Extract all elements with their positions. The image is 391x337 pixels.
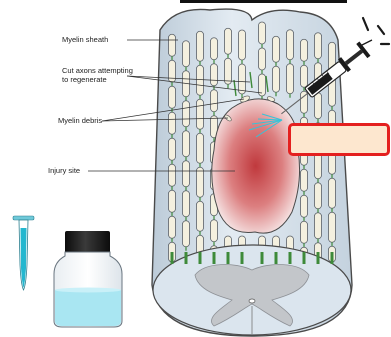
- central-canal: [249, 299, 255, 303]
- myelin-segment: [197, 99, 204, 129]
- myelin-segment: [315, 93, 322, 119]
- dropper-pipette: [13, 216, 34, 290]
- axon-tip: [241, 252, 244, 264]
- myelin-segment: [239, 64, 246, 94]
- myelin-segment: [301, 39, 308, 61]
- myelin-segment: [225, 28, 232, 54]
- myelin-segment: [169, 190, 176, 212]
- myelin-segment: [183, 161, 190, 187]
- myelin-segment: [315, 153, 322, 179]
- myelin-segment: [329, 212, 336, 242]
- myelin-segment: [273, 66, 280, 92]
- myelin-segment: [169, 60, 176, 82]
- liquid-bottle: [54, 231, 122, 327]
- myelin-segment: [197, 65, 204, 95]
- myelin-segment: [169, 216, 176, 238]
- label-cut-axons-line2: to regenerate: [62, 76, 107, 85]
- myelin-segment: [197, 133, 204, 163]
- myelin-segment: [183, 191, 190, 217]
- myelin-segment: [169, 86, 176, 108]
- myelin-segment: [211, 64, 218, 86]
- myelin-segment: [315, 213, 322, 239]
- myelin-segment: [301, 169, 308, 191]
- myelin-segment: [273, 36, 280, 62]
- myelin-segment: [211, 90, 218, 112]
- axon-tip: [289, 252, 292, 264]
- axon-tip: [199, 252, 202, 264]
- axon-tip: [261, 252, 264, 264]
- myelin-segment: [183, 131, 190, 157]
- myelin-segment: [183, 101, 190, 127]
- myelin-segment: [287, 30, 294, 60]
- myelin-segment: [225, 58, 232, 84]
- myelin-segment: [301, 221, 308, 243]
- axon-tip: [171, 252, 174, 264]
- myelin-segment: [169, 34, 176, 56]
- myelin-segment: [211, 220, 218, 242]
- spark-marks: [363, 18, 389, 44]
- myelin-segment: [169, 164, 176, 186]
- axon-tip: [303, 252, 306, 264]
- axon-tip: [227, 252, 230, 264]
- myelin-segment: [183, 41, 190, 67]
- myelin-segment: [315, 33, 322, 59]
- myelin-segment: [301, 195, 308, 217]
- myelin-segment: [259, 48, 266, 70]
- myelin-segment: [197, 31, 204, 61]
- myelin-segment: [169, 138, 176, 160]
- myelin-segment: [197, 167, 204, 197]
- axon-tip: [185, 252, 188, 264]
- injury-site-lesion: [212, 99, 300, 233]
- myelin-segment: [169, 112, 176, 134]
- axon-tip: [213, 252, 216, 264]
- label-myelin-sheath: Myelin sheath: [62, 36, 108, 45]
- myelin-segment: [197, 201, 204, 231]
- axon-tip: [275, 252, 278, 264]
- myelin-segment: [287, 64, 294, 94]
- myelin-segment: [211, 38, 218, 60]
- callout-box: [288, 123, 390, 156]
- axon-tip: [317, 252, 320, 264]
- myelin-segment: [329, 178, 336, 208]
- axon-tip: [331, 252, 334, 264]
- label-myelin-debris: Myelin debris: [58, 117, 102, 126]
- myelin-segment: [239, 30, 246, 60]
- myelin-segment: [315, 183, 322, 209]
- label-injury-site: Injury site: [48, 167, 80, 176]
- myelin-segment: [301, 65, 308, 87]
- myelin-segment: [183, 221, 190, 247]
- myelin-segment: [259, 22, 266, 44]
